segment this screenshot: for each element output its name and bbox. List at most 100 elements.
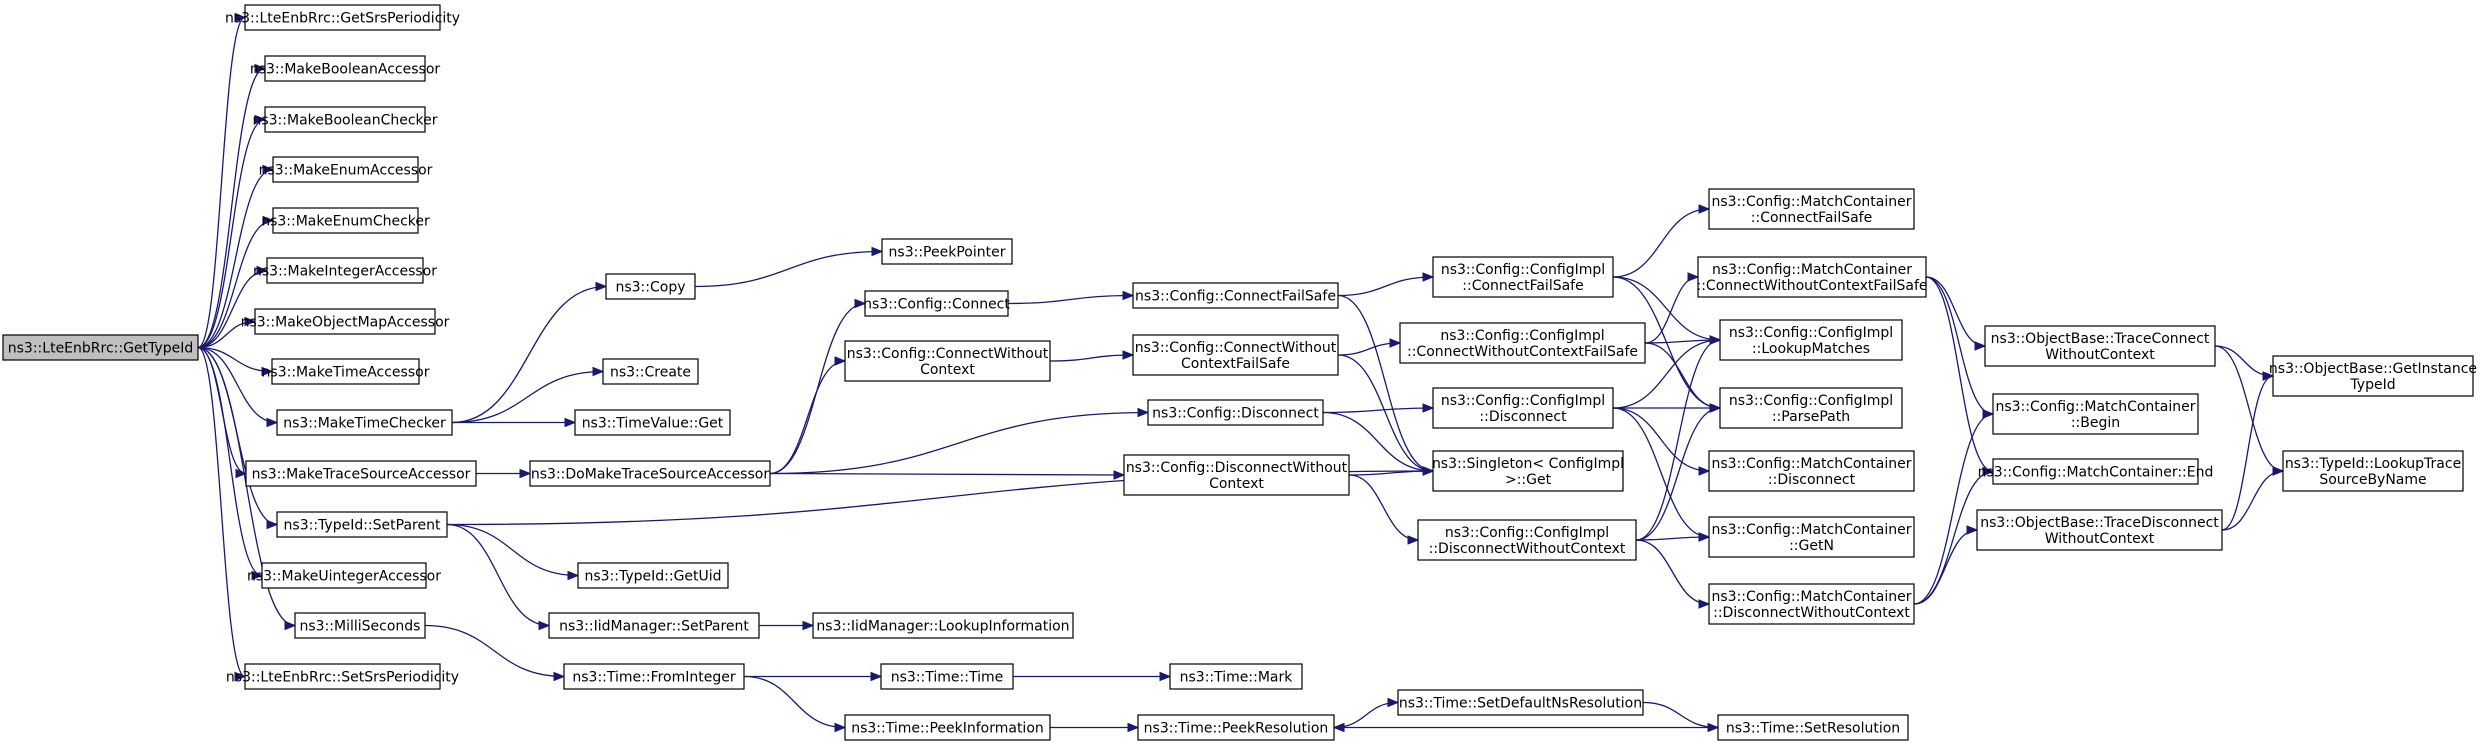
node-timemark[interactable]: ns3::Time::Mark	[1169, 663, 1303, 690]
node-box[interactable]	[577, 562, 729, 589]
node-milli[interactable]: ns3::MilliSeconds	[294, 612, 426, 639]
node-box[interactable]	[272, 156, 419, 183]
node-fromint[interactable]: ns3::Time::FromInteger	[563, 663, 745, 690]
node-setparent[interactable]: ns3::TypeId::SetParent	[276, 511, 448, 538]
node-box[interactable]	[266, 257, 424, 284]
node-box[interactable]	[272, 207, 419, 234]
node-box[interactable]	[812, 612, 1074, 639]
node-box[interactable]	[1397, 689, 1644, 716]
node-implconnwofs[interactable]: ns3::Config::ConfigImpl::ConnectWithoutC…	[1399, 322, 1646, 364]
node-create[interactable]: ns3::Create	[602, 358, 699, 385]
node-domktrace[interactable]: ns3::DoMakeTraceSourceAccessor	[529, 460, 771, 487]
node-impldisc[interactable]: ns3::Config::ConfigImpl::Disconnect	[1432, 387, 1614, 429]
node-box[interactable]	[264, 106, 426, 133]
node-box[interactable]	[244, 4, 441, 31]
node-mcconnfs[interactable]: ns3::Config::MatchContainer::ConnectFail…	[1708, 188, 1915, 230]
node-cfgconnfs[interactable]: ns3::Config::ConnectFailSafe	[1132, 282, 1339, 309]
node-box[interactable]	[1717, 714, 1909, 741]
node-impldiscwo[interactable]: ns3::Config::ConfigImpl::DisconnectWitho…	[1417, 519, 1637, 561]
node-mkboolchk[interactable]: ns3::MakeBooleanChecker	[252, 106, 438, 133]
node-mcdiscwo[interactable]: ns3::Config::MatchContainer::DisconnectW…	[1708, 583, 1915, 625]
node-implconnfs[interactable]: ns3::Config::ConfigImpl::ConnectFailSafe	[1432, 256, 1614, 298]
node-box[interactable]	[1708, 516, 1915, 558]
node-mkobjmap[interactable]: ns3::MakeObjectMapAccessor	[241, 308, 450, 335]
node-box[interactable]	[261, 562, 427, 589]
node-mcgetn[interactable]: ns3::Config::MatchContainer::GetN	[1708, 516, 1915, 558]
node-getuid[interactable]: ns3::TypeId::GetUid	[577, 562, 729, 589]
node-setres[interactable]: ns3::Time::SetResolution	[1717, 714, 1909, 741]
node-iidsetparent[interactable]: ns3::IidManager::SetParent	[548, 612, 760, 639]
node-box[interactable]	[1708, 583, 1915, 625]
node-cfgconnwo[interactable]: ns3::Config::ConnectWithoutContext	[844, 340, 1051, 382]
node-cfgconnwofs[interactable]: ns3::Config::ConnectWithoutContextFailSa…	[1132, 334, 1339, 376]
node-box[interactable]	[602, 358, 699, 385]
node-lookupmatches[interactable]: ns3::Config::ConfigImpl::LookupMatches	[1719, 319, 1903, 361]
node-box[interactable]	[1123, 454, 1350, 496]
node-obtraceconn[interactable]: ns3::ObjectBase::TraceConnectWithoutCont…	[1984, 325, 2216, 367]
node-tvget[interactable]: ns3::TimeValue::Get	[574, 409, 731, 436]
node-setsrs[interactable]: ns3::LteEnbRrc::SetSrsPeriodicity	[226, 663, 459, 690]
node-singleton[interactable]: ns3::Singleton< ConfigImpl>::Get	[1432, 450, 1624, 492]
node-box[interactable]	[529, 460, 771, 487]
node-box[interactable]	[1147, 399, 1324, 426]
node-box[interactable]	[844, 340, 1051, 382]
node-box[interactable]	[1719, 319, 1903, 361]
node-timetime[interactable]: ns3::Time::Time	[880, 663, 1014, 690]
node-box[interactable]	[1708, 188, 1915, 230]
node-peekinfo[interactable]: ns3::Time::PeekInformation	[844, 714, 1051, 741]
node-cfgdisc[interactable]: ns3::Config::Disconnect	[1147, 399, 1324, 426]
node-box[interactable]	[1976, 509, 2223, 551]
node-box[interactable]	[844, 714, 1051, 741]
node-copy[interactable]: ns3::Copy	[605, 273, 696, 300]
node-obtracedisc[interactable]: ns3::ObjectBase::TraceDisconnectWithoutC…	[1976, 509, 2223, 551]
node-mkuint[interactable]: ns3::MakeUintegerAccessor	[247, 562, 441, 589]
node-box[interactable]	[881, 238, 1013, 265]
node-mcconnwofs[interactable]: ns3::Config::MatchContainer::ConnectWith…	[1696, 256, 1928, 298]
node-box[interactable]	[271, 358, 420, 385]
node-box[interactable]	[574, 409, 731, 436]
node-box[interactable]	[294, 612, 426, 639]
node-getsrs[interactable]: ns3::LteEnbRrc::GetSrsPeriodicity	[225, 4, 460, 31]
node-box[interactable]	[605, 273, 696, 300]
node-box[interactable]	[254, 308, 436, 335]
node-mkenumchk[interactable]: ns3::MakeEnumChecker	[261, 207, 430, 234]
node-cfgconnect[interactable]: ns3::Config::Connect	[863, 290, 1010, 317]
node-box[interactable]	[1697, 256, 1927, 298]
node-mktrace[interactable]: ns3::MakeTraceSourceAccessor	[245, 460, 477, 487]
node-box[interactable]	[2282, 450, 2464, 492]
node-cfgdiscwo[interactable]: ns3::Config::DisconnectWithoutContext	[1123, 454, 1350, 496]
node-box[interactable]	[548, 612, 760, 639]
node-box[interactable]	[1719, 387, 1903, 429]
node-peekptr[interactable]: ns3::PeekPointer	[881, 238, 1013, 265]
node-mktimechk[interactable]: ns3::MakeTimeChecker	[276, 409, 453, 436]
node-box[interactable]	[1132, 334, 1339, 376]
node-peekres[interactable]: ns3::Time::PeekResolution	[1137, 714, 1335, 741]
node-box[interactable]	[1132, 282, 1339, 309]
node-box[interactable]	[1169, 663, 1303, 690]
node-box[interactable]	[1992, 458, 2199, 485]
node-box[interactable]	[264, 55, 426, 82]
node-box[interactable]	[880, 663, 1014, 690]
node-box[interactable]	[563, 663, 745, 690]
node-box[interactable]	[1137, 714, 1335, 741]
node-setdefres[interactable]: ns3::Time::SetDefaultNsResolution	[1397, 689, 1644, 716]
node-box[interactable]	[245, 460, 477, 487]
node-box[interactable]	[1432, 450, 1624, 492]
node-box[interactable]	[1399, 322, 1646, 364]
node-root[interactable]: ns3::LteEnbRrc::GetTypeId	[2, 334, 199, 361]
node-mcdisc[interactable]: ns3::Config::MatchContainer::Disconnect	[1708, 450, 1915, 492]
node-box[interactable]	[276, 511, 448, 538]
node-mkenumacc[interactable]: ns3::MakeEnumAccessor	[259, 156, 433, 183]
node-iidlookup[interactable]: ns3::IidManager::LookupInformation	[812, 612, 1074, 639]
node-mcend[interactable]: ns3::Config::MatchContainer::End	[1978, 458, 2214, 485]
node-box[interactable]	[276, 409, 453, 436]
node-mcbegin[interactable]: ns3::Config::MatchContainer::Begin	[1992, 393, 2199, 435]
node-box[interactable]	[1417, 519, 1637, 561]
node-mkintacc[interactable]: ns3::MakeIntegerAccessor	[253, 257, 437, 284]
node-box[interactable]	[864, 290, 1009, 317]
node-box[interactable]	[1992, 393, 2199, 435]
node-box[interactable]	[1984, 325, 2216, 367]
node-box[interactable]	[2, 334, 199, 361]
